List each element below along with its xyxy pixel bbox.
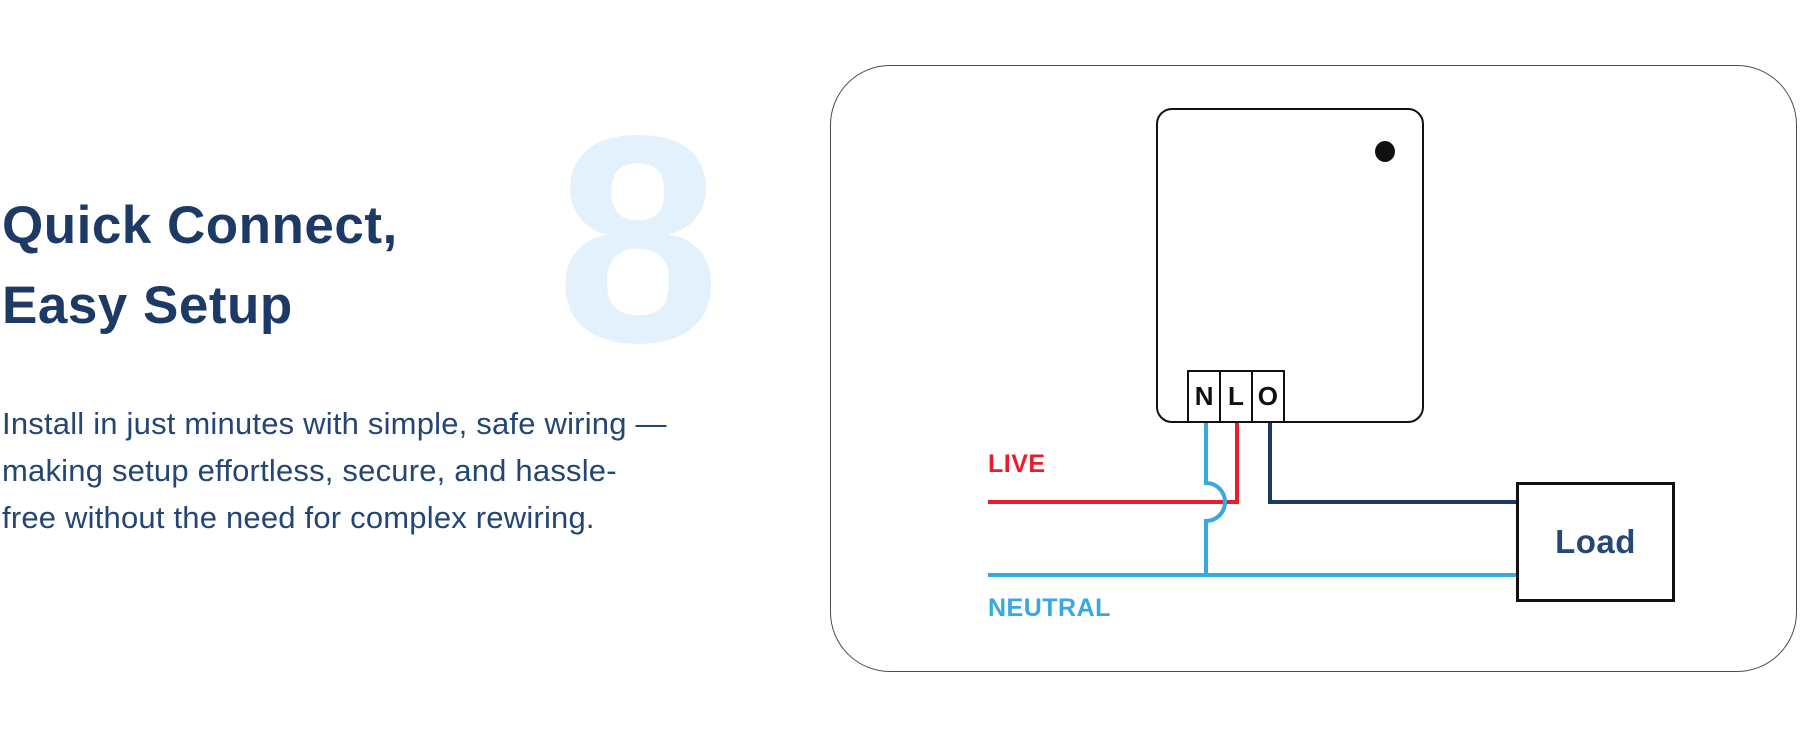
watermark-number: 8 — [556, 74, 721, 404]
feature-description: Install in just minutes with simple, saf… — [2, 400, 667, 541]
page-title-line2: Easy Setup — [2, 276, 293, 335]
live-wire-label: LIVE — [988, 450, 1046, 478]
load-box: Load — [1516, 482, 1675, 602]
terminal-block: N L O — [1187, 370, 1285, 423]
page-title-line1: Quick Connect, — [2, 196, 398, 255]
status-dot-icon — [1375, 141, 1395, 162]
load-label: Load — [1555, 523, 1636, 560]
terminal-o: O — [1250, 370, 1285, 423]
terminal-n: N — [1187, 370, 1222, 423]
feature-description-line3: free without the need for complex rewiri… — [2, 500, 595, 535]
terminal-l: L — [1218, 370, 1254, 423]
neutral-wire-label: NEUTRAL — [988, 594, 1111, 622]
feature-description-line1: Install in just minutes with simple, saf… — [2, 406, 667, 441]
page-title: Quick Connect, Easy Setup — [2, 186, 398, 346]
feature-description-line2: making setup effortless, secure, and has… — [2, 453, 617, 488]
